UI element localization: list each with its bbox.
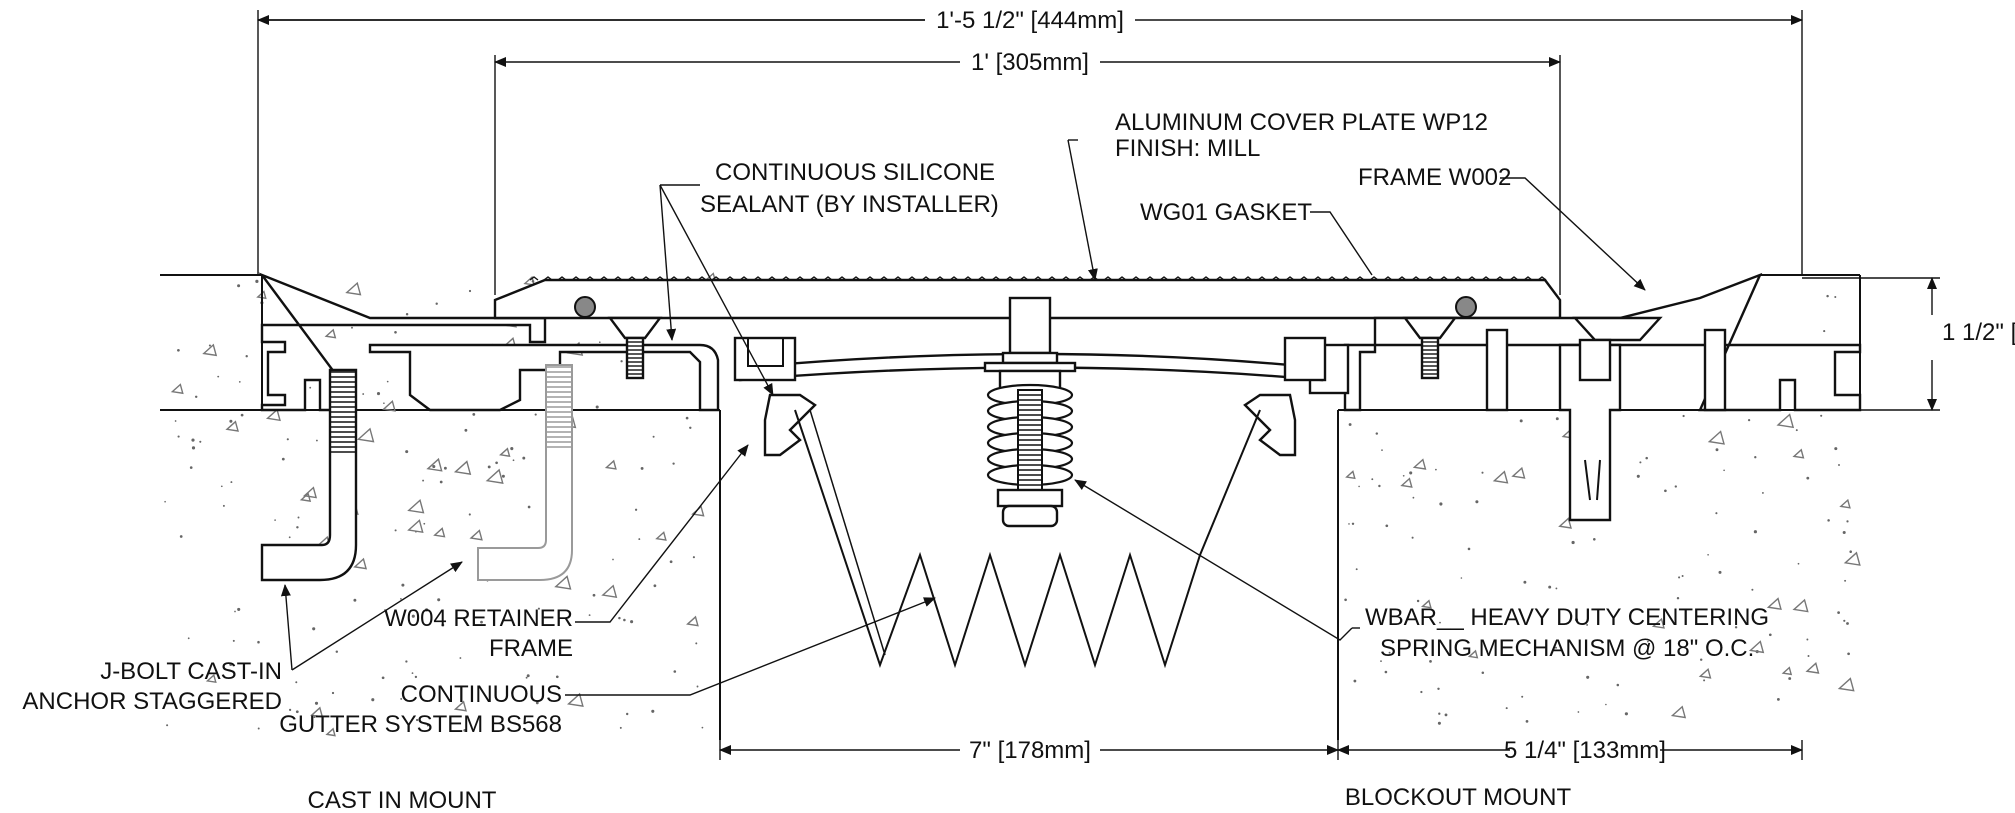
callout-gutter-1: CONTINUOUS: [401, 681, 562, 708]
j-bolt-ghost: [477, 364, 573, 581]
frame-right: [1373, 272, 1862, 412]
callout-wbar-2: SPRING MECHANISM @ 18" O.C.: [1380, 635, 1754, 662]
blockout-anchors: [1485, 316, 1727, 522]
callout-sealant-1: CONTINUOUS SILICONE: [715, 159, 995, 186]
callout-frame: FRAME W002: [1358, 164, 1511, 191]
cover-width-label: 1' [305mm]: [971, 49, 1089, 76]
gutter-system: [763, 393, 1297, 669]
callout-sealant-2: SEALANT (BY INSTALLER): [700, 191, 999, 218]
dim-overall: 1'-5 1/2" [444mm]: [257, 7, 1803, 275]
callout-retainer-2: FRAME: [489, 635, 573, 662]
cover-screw-left: [607, 316, 663, 380]
caption-cast-in-mount: CAST IN MOUNT: [308, 787, 497, 813]
height-label: 1 1/2" [38mm]: [1942, 319, 2015, 346]
callout-cover-plate-2: FINISH: MILL: [1115, 135, 1260, 162]
callout-retainer-1: W004 RETAINER: [384, 605, 573, 632]
cover-screw-right: [1402, 316, 1458, 380]
dim-gap: 7" [178mm] 5 1/4" [133mm]: [719, 737, 1803, 764]
cover-plate-knurl: [529, 276, 1547, 281]
sealant-beads: [574, 296, 1477, 318]
blockout-width-label: 5 1/4" [133mm]: [1504, 737, 1666, 764]
callout-jbolt-2: ANCHOR STAGGERED: [22, 688, 282, 715]
callout-gutter-2: GUTTER SYSTEM BS568: [279, 711, 562, 738]
caption-blockout-mount: BLOCKOUT MOUNT: [1345, 784, 1572, 811]
center-spring-mechanism: [983, 296, 1077, 528]
callout-leaders: [280, 139, 1646, 696]
callout-jbolt-1: J-BOLT CAST-IN: [100, 658, 282, 685]
callout-cover-plate-1: ALUMINUM COVER PLATE WP12: [1115, 109, 1488, 136]
dim-height: 1 1/2" [38mm]: [1802, 277, 2015, 411]
j-bolt-solid: [260, 368, 358, 582]
callout-wbar-1: WBAR__ HEAVY DUTY CENTERING: [1365, 604, 1769, 631]
retainer-rail-left: [368, 343, 720, 412]
dim-cover: 1' [305mm]: [494, 49, 1561, 295]
gap-width-label: 7" [178mm]: [969, 737, 1091, 764]
overall-width-label: 1'-5 1/2" [444mm]: [936, 7, 1124, 34]
callout-gasket: WG01 GASKET: [1140, 199, 1312, 226]
coil-spring: [986, 383, 1074, 491]
